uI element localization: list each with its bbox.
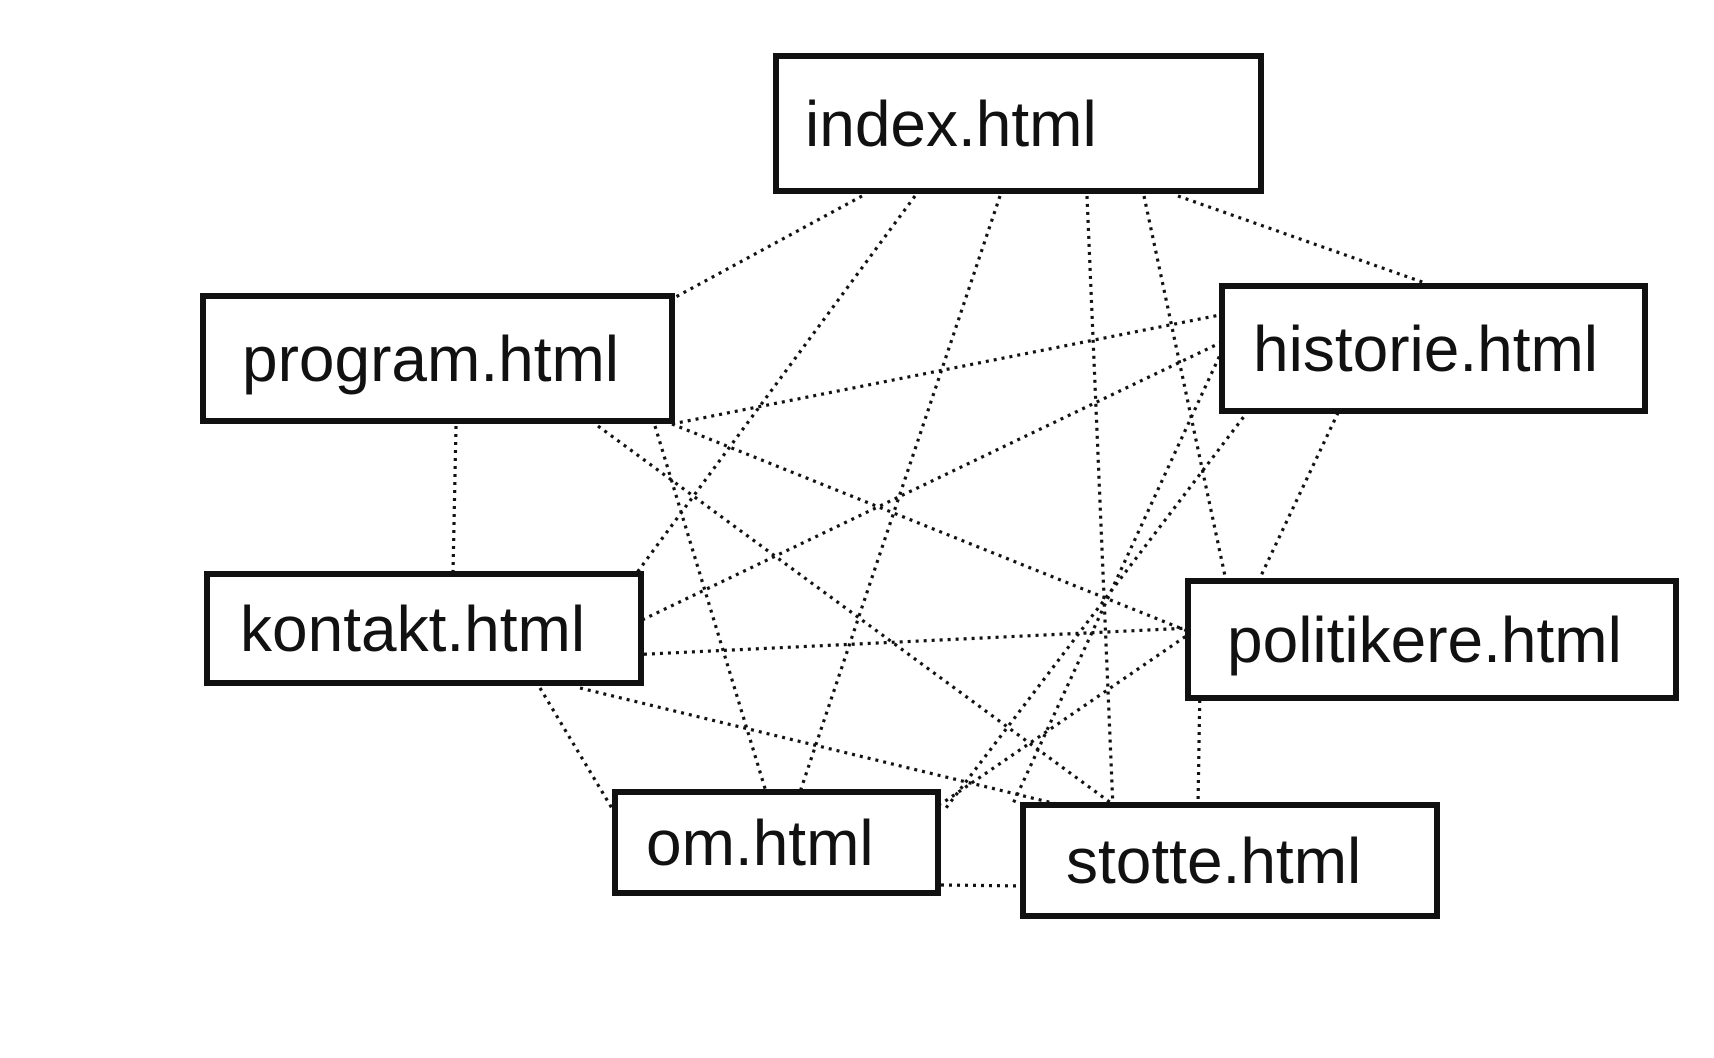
link-program-kontakt	[451, 425, 458, 574]
link-kontakt-stotte	[579, 686, 1066, 808]
node-program: program.html	[200, 293, 675, 424]
link-historie-stotte	[1010, 341, 1228, 807]
node-historie: historie.html	[1219, 283, 1648, 414]
link-om-stotte	[940, 883, 1027, 888]
link-historie-om	[944, 397, 1260, 809]
node-label-om: om.html	[646, 806, 874, 879]
node-kontakt: kontakt.html	[204, 571, 644, 686]
link-index-program	[671, 194, 863, 301]
node-label-program: program.html	[242, 322, 619, 395]
link-historie-politikere	[1257, 397, 1347, 581]
link-program-politikere	[671, 422, 1191, 634]
node-politikere: politikere.html	[1185, 578, 1679, 701]
node-index: index.html	[773, 53, 1264, 194]
link-kontakt-politikere	[627, 626, 1191, 657]
node-om: om.html	[612, 789, 941, 896]
link-kontakt-om	[538, 687, 624, 826]
link-politikere-stotte	[1196, 683, 1202, 807]
node-label-historie: historie.html	[1253, 312, 1598, 385]
link-index-politikere	[1142, 195, 1230, 591]
node-label-index: index.html	[805, 87, 1097, 160]
node-label-kontakt: kontakt.html	[240, 592, 586, 665]
link-program-stotte	[597, 424, 1116, 808]
link-index-om	[797, 195, 1002, 796]
node-stotte: stotte.html	[1020, 802, 1440, 919]
link-program-om	[653, 425, 769, 796]
link-politikere-om	[940, 630, 1193, 806]
node-label-politikere: politikere.html	[1227, 603, 1622, 676]
link-historie-kontakt	[641, 340, 1223, 622]
link-program-historie	[671, 311, 1231, 426]
link-index-kontakt	[631, 195, 917, 579]
node-label-stotte: stotte.html	[1066, 824, 1362, 897]
link-index-stotte	[1085, 195, 1115, 809]
link-index-historie	[1177, 194, 1426, 285]
